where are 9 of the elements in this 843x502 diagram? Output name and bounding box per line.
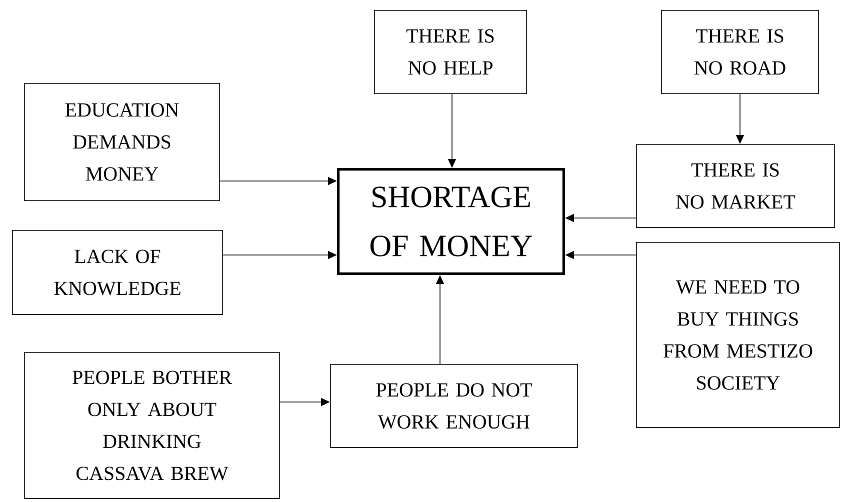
cause-box: PEOPLE BOTHER ONLY ABOUT DRINKING CASSAVA BREW: [24, 352, 280, 499]
cause-box: LACK OF KNOWLEDGE: [12, 230, 223, 315]
cause-box: THERE IS NO ROAD: [661, 10, 819, 94]
cause-box: THERE IS NO MARKET: [636, 144, 835, 228]
cause-box: EDUCATION DEMANDS MONEY: [24, 83, 220, 201]
main-problem-box: SHORTAGE OF MONEY: [337, 168, 565, 275]
cause-box: THERE IS NO HELP: [374, 10, 527, 94]
cause-box: WE NEED TO BUY THINGS FROM MESTIZO SOCIETY: [636, 242, 840, 428]
cause-box: PEOPLE DO NOT WORK ENOUGH: [330, 364, 578, 448]
